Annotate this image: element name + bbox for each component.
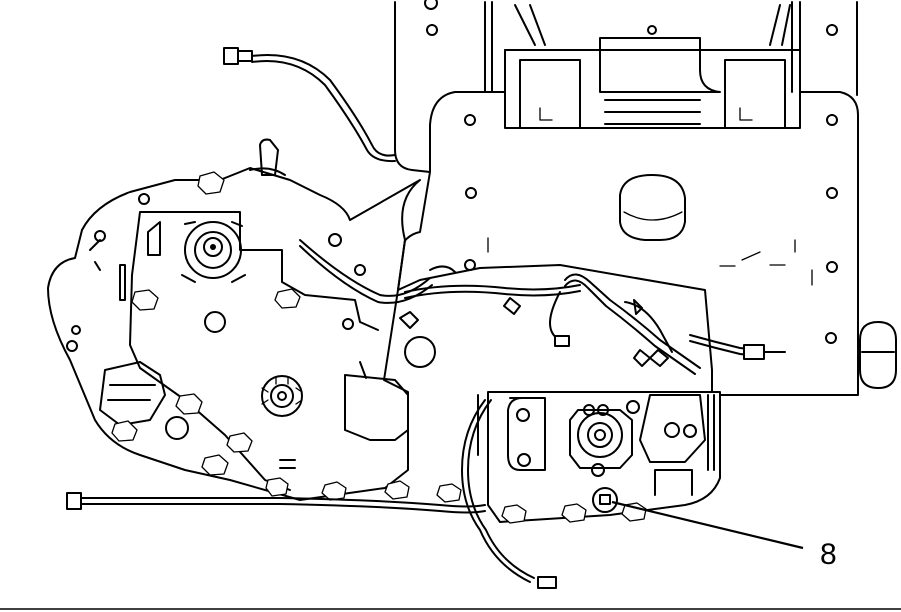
mounting-plate	[397, 91, 897, 396]
upper-frame	[394, 0, 858, 173]
lower-bracket	[477, 391, 721, 523]
nut-row	[111, 171, 647, 524]
gear-housing	[47, 167, 436, 501]
callout-label: 8	[820, 538, 837, 571]
callout-leader-line	[611, 500, 804, 550]
wiring-harness	[66, 47, 786, 589]
callout-8: 8	[611, 500, 837, 571]
